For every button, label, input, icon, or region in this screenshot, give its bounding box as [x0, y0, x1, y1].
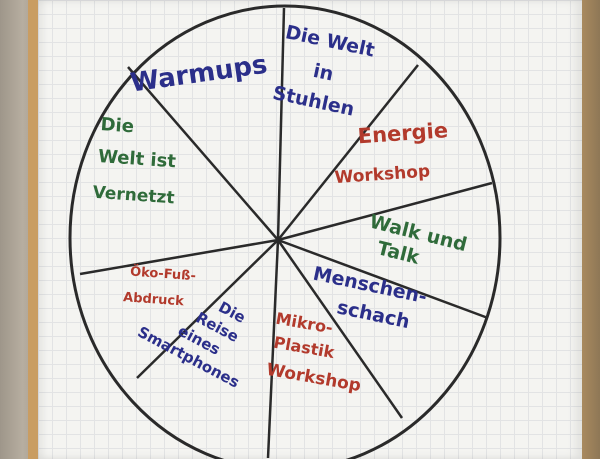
segment-labels: Warmups Die Welt in Stuhlen Energie Work… [92, 21, 475, 396]
flipchart-board-edge [28, 0, 38, 459]
divider-line [266, 239, 280, 459]
divider-line [79, 238, 279, 276]
divider-line [277, 238, 489, 320]
segment-label-walk-und-talk: Walk und Talk [361, 211, 475, 281]
flipchart-frame-right [582, 0, 600, 459]
segment-label-energie-workshop: Energie Workshop [331, 118, 459, 188]
segment-label-welt-vernetzt: Die Welt ist Vernetzt [92, 114, 185, 209]
divider-line [277, 64, 419, 241]
wheel-outline [68, 4, 502, 459]
divider-line [276, 239, 404, 419]
wheel-circle [68, 4, 502, 459]
segment-label-oko-fussabdruck: Öko-Fuß- Abdruck [123, 263, 201, 310]
divider-line [136, 239, 279, 379]
divider-line [127, 66, 279, 241]
segment-label-reise-smartphones: Die Reise eines Smartphones [135, 270, 271, 392]
segment-label-welt-in-stuhlen: Die Welt in Stuhlen [271, 21, 384, 123]
divider-line [276, 7, 286, 241]
divider-line [277, 181, 493, 242]
